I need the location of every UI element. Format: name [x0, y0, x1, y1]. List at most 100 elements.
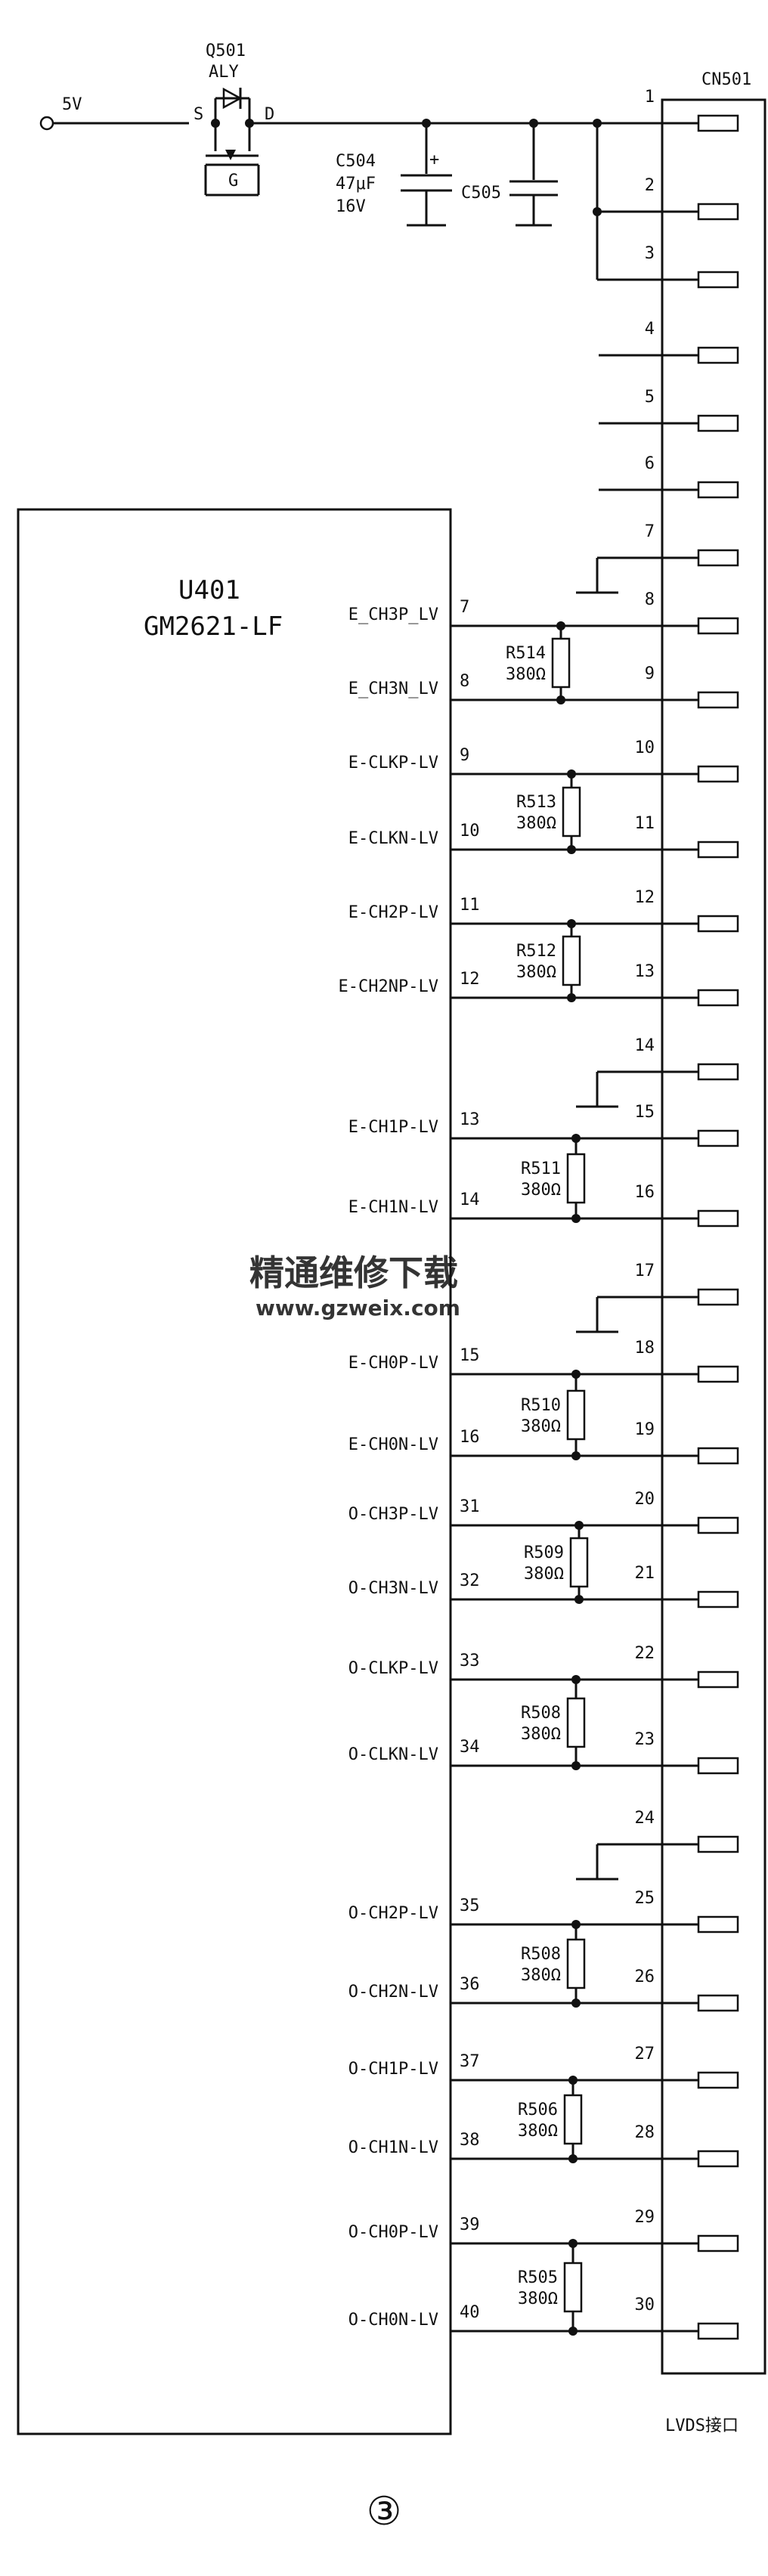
connector-stubs [576, 354, 688, 1881]
net-label-p: O-CH0P-LV [348, 2223, 438, 2242]
cn501-pad-9 [697, 691, 739, 709]
u401-part: GM2621-LF [144, 611, 283, 642]
net-label-n: E_CH3N_LV [348, 680, 438, 698]
cn501-pad-3 [697, 271, 739, 289]
cn501-pin-number: 6 [645, 454, 655, 473]
cn501-pad-6 [697, 481, 739, 499]
cn501-pad-30 [697, 2322, 739, 2340]
ic-pin-n: 40 [460, 2303, 480, 2322]
resistor-value: 380Ω [518, 2290, 558, 2308]
net-label-n: O-CH1N-LV [348, 2138, 438, 2157]
resistor-value: 380Ω [524, 1565, 564, 1584]
termination-resistor [551, 637, 571, 689]
ic-pin-p: 39 [460, 2215, 480, 2234]
cn501-pin-number: 24 [635, 1809, 655, 1828]
ic-pin-n: 8 [460, 672, 469, 691]
u401-body [17, 508, 452, 2435]
resistor-ref: R508 [521, 1704, 561, 1723]
resistor-ref: R506 [518, 2101, 558, 2119]
q501-mosfet: Q501 ALY S D G [194, 42, 274, 197]
net-label-p: O-CH1P-LV [348, 2060, 438, 2079]
supply-terminal [39, 116, 54, 131]
resistor-ref: R512 [516, 942, 556, 961]
q501-value: ALY [209, 63, 239, 82]
resistor-value: 380Ω [516, 814, 556, 833]
cn501-pad-20 [697, 1516, 739, 1534]
cn501-pin-number: 30 [635, 2296, 655, 2314]
resistor-ref: R508 [521, 1945, 561, 1964]
cn501-pin-number: 28 [635, 2123, 655, 2142]
net-label-p: E-CH1P-LV [348, 1118, 438, 1137]
cn501-pad-4 [697, 346, 739, 364]
u401-ref: U401 [178, 575, 240, 605]
cn501-pad-29 [697, 2234, 739, 2252]
cn501-pad-12 [697, 915, 739, 933]
cn501-body [661, 98, 766, 2375]
resistor-value: 380Ω [516, 963, 556, 982]
ic-pin-n: 32 [460, 1571, 480, 1590]
cn501-pad-28 [697, 2150, 739, 2168]
resistor-value: 380Ω [521, 1966, 561, 1985]
cn501-pin-number: 25 [635, 1889, 655, 1908]
c505-capacitor: C505 [461, 119, 558, 227]
net-label-p: O-CH2P-LV [348, 1904, 438, 1923]
cn501-pin-number: 11 [635, 814, 655, 833]
cn501-pad-1 [697, 114, 739, 132]
termination-resistor [566, 1389, 586, 1441]
cn501-pin-numbers: 1234567891011121314151617181920212223242… [635, 88, 655, 2314]
ground-symbol-pin-24 [576, 1843, 688, 1881]
cn501-pin-number: 7 [645, 522, 655, 541]
power-section: 5V Q501 ALY S D G [39, 42, 688, 281]
cn501-pin-number: 23 [635, 1730, 655, 1749]
cn501-pad-25 [697, 1915, 739, 1934]
ic-pin-n: 34 [460, 1738, 480, 1757]
ic-pin-p: 7 [460, 598, 469, 617]
cn501-pad-13 [697, 989, 739, 1007]
watermark-line1: 精通维修下载 [249, 1252, 458, 1293]
cn501-pad-22 [697, 1670, 739, 1689]
cn501-pad-10 [697, 765, 739, 783]
termination-resistor [563, 2094, 583, 2145]
termination-resistor [562, 786, 581, 838]
cn501-pad-23 [697, 1757, 739, 1775]
cn501-pin-number: 27 [635, 2045, 655, 2064]
net-label-n: E-CH2NP-LV [339, 977, 438, 996]
resistor-value: 380Ω [521, 1725, 561, 1744]
ic-pin-p: 13 [460, 1110, 480, 1129]
termination-resistor [569, 1537, 589, 1588]
lvds-pairs: E_CH3P_LVE_CH3N_LV78R514380ΩE-CLKP-LVE-C… [339, 598, 688, 2336]
net-label-n: O-CLKN-LV [348, 1745, 438, 1764]
c504-value: 47μF [336, 175, 376, 194]
cn501-pin-number: 2 [645, 176, 655, 195]
net-label-n: E-CH1N-LV [348, 1198, 438, 1217]
cn501-pin-number: 8 [645, 590, 655, 609]
net-label-p: O-CH3P-LV [348, 1505, 438, 1524]
cn501-pin-number: 3 [645, 244, 655, 263]
watermark: 精通维修下载 www.gzweix.com [249, 1252, 460, 1321]
cn501-pad-14 [697, 1063, 739, 1081]
u401-ic: U401 GM2621-LF [17, 508, 452, 2435]
c504-polarity: + [429, 150, 439, 169]
termination-resistor [566, 1938, 586, 1989]
resistor-ref: R505 [518, 2268, 558, 2287]
resistor-ref: R514 [506, 644, 546, 663]
ic-pin-n: 16 [460, 1428, 480, 1447]
ic-pin-n: 38 [460, 2131, 480, 2150]
termination-resistor [566, 1153, 586, 1204]
cn501-pin-number: 21 [635, 1564, 655, 1583]
net-label-n: O-CH3N-LV [348, 1579, 438, 1598]
resistor-ref: R511 [521, 1160, 561, 1178]
cn501-pin-number: 5 [645, 388, 655, 407]
cn501-pin-number: 12 [635, 888, 655, 907]
cn501-pin-number: 26 [635, 1968, 655, 1986]
cn501-pin-number: 18 [635, 1339, 655, 1358]
cn501-pin-number: 1 [645, 88, 655, 107]
